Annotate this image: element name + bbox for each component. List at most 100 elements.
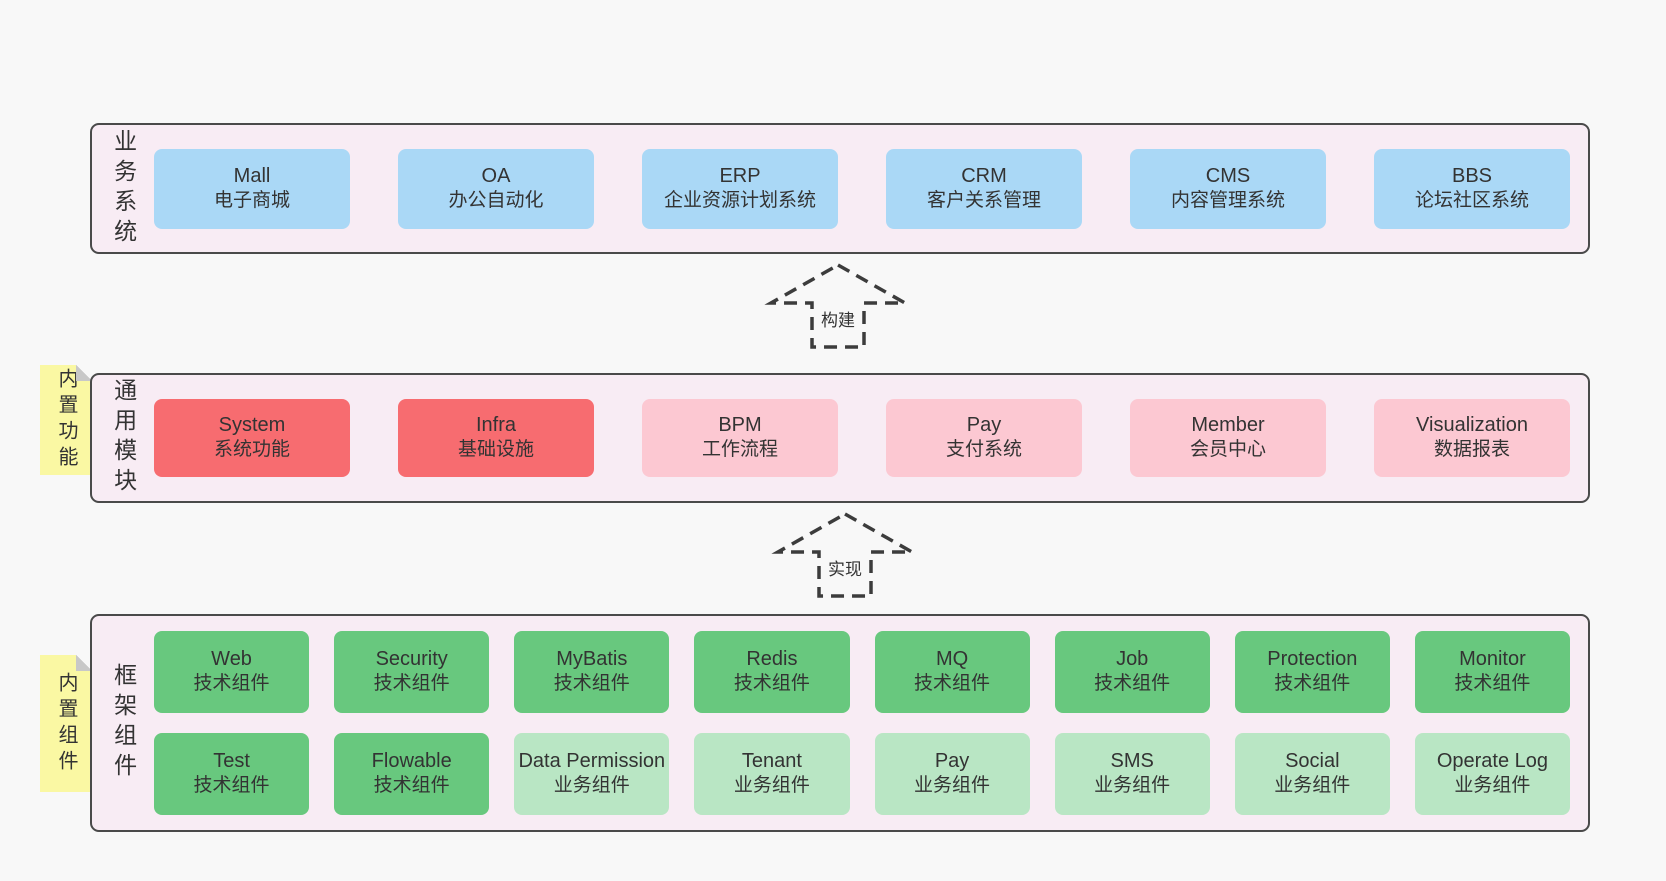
module-name: Flowable xyxy=(371,750,452,773)
arrow-up-implement: 实现 xyxy=(771,511,919,599)
module-desc: 技术组件 xyxy=(373,775,450,797)
module-name: OA xyxy=(481,164,511,187)
module-desc: 会员中心 xyxy=(1189,439,1266,461)
module-desc: 内容管理系统 xyxy=(1170,189,1285,211)
module-desc: 业务组件 xyxy=(1274,775,1351,797)
band-label-common-modules: 通用模块 xyxy=(110,378,137,498)
module-name: Visualization xyxy=(1416,414,1528,437)
module-desc: 电子商城 xyxy=(213,189,290,211)
module-name: BBS xyxy=(1451,164,1493,187)
band-label-area: 框架组件 xyxy=(92,616,154,830)
sticky-note-built-in-features: 内置功能 xyxy=(40,365,92,475)
module-desc: 技术组件 xyxy=(733,673,810,695)
module-name: ERP xyxy=(719,164,761,187)
module-desc: 业务组件 xyxy=(733,775,810,797)
module-name: Tenant xyxy=(741,750,802,773)
module-name: Monitor xyxy=(1459,648,1526,671)
module-desc: 客户关系管理 xyxy=(926,189,1041,211)
module-name: MQ xyxy=(935,648,969,671)
arrow-label-build: 构建 xyxy=(818,306,858,331)
module-desc: 业务组件 xyxy=(1454,775,1531,797)
module-name: Security xyxy=(375,648,448,671)
sticky-note-text: 内置功能 xyxy=(55,368,77,472)
module-desc: 技术组件 xyxy=(193,673,270,695)
arrow-label-implement: 实现 xyxy=(825,555,865,580)
band-label-framework-components: 框架组件 xyxy=(110,663,137,783)
sticky-note-text: 内置组件 xyxy=(55,671,77,776)
module-desc: 数据报表 xyxy=(1433,439,1510,461)
arrow-up-build: 构建 xyxy=(764,262,912,350)
module-name: Data Permission xyxy=(518,750,666,773)
module-desc: 技术组件 xyxy=(914,673,991,695)
module-name: CRM xyxy=(961,164,1007,187)
module-desc: 技术组件 xyxy=(193,775,270,797)
band-label-area: 通用模块 xyxy=(92,375,154,501)
module-desc: 论坛社区系统 xyxy=(1414,189,1529,211)
module-desc: 技术组件 xyxy=(373,673,450,695)
module-name: SMS xyxy=(1110,750,1154,773)
module-name: Protection xyxy=(1267,648,1358,671)
module-name: Redis xyxy=(746,648,798,671)
module-name: CMS xyxy=(1205,164,1251,187)
module-name: Infra xyxy=(475,414,517,437)
module-desc: 业务组件 xyxy=(914,775,991,797)
sticky-note-built-in-components: 内置组件 xyxy=(40,655,92,792)
module-name: System xyxy=(218,414,286,437)
module-name: Job xyxy=(1116,648,1149,671)
module-desc: 基础设施 xyxy=(457,439,534,461)
module-name: BPM xyxy=(718,414,762,437)
module-name: Social xyxy=(1285,750,1340,773)
module-desc: 系统功能 xyxy=(213,439,290,461)
module-name: Pay xyxy=(966,414,1002,437)
module-desc: 技术组件 xyxy=(1454,673,1531,695)
band-label-business-systems: 业务系统 xyxy=(110,128,137,249)
module-name: Pay xyxy=(934,750,970,773)
module-desc: 技术组件 xyxy=(553,673,630,695)
module-desc: 支付系统 xyxy=(945,439,1022,461)
module-desc: 业务组件 xyxy=(1094,775,1171,797)
band-label-area: 业务系统 xyxy=(92,125,154,252)
module-desc: 技术组件 xyxy=(1094,673,1171,695)
module-name: Mall xyxy=(233,164,271,187)
module-desc: 技术组件 xyxy=(1274,673,1351,695)
module-desc: 业务组件 xyxy=(553,775,630,797)
module-name: Member xyxy=(1191,414,1265,437)
module-name: Web xyxy=(211,648,252,671)
module-name: MyBatis xyxy=(556,648,628,671)
